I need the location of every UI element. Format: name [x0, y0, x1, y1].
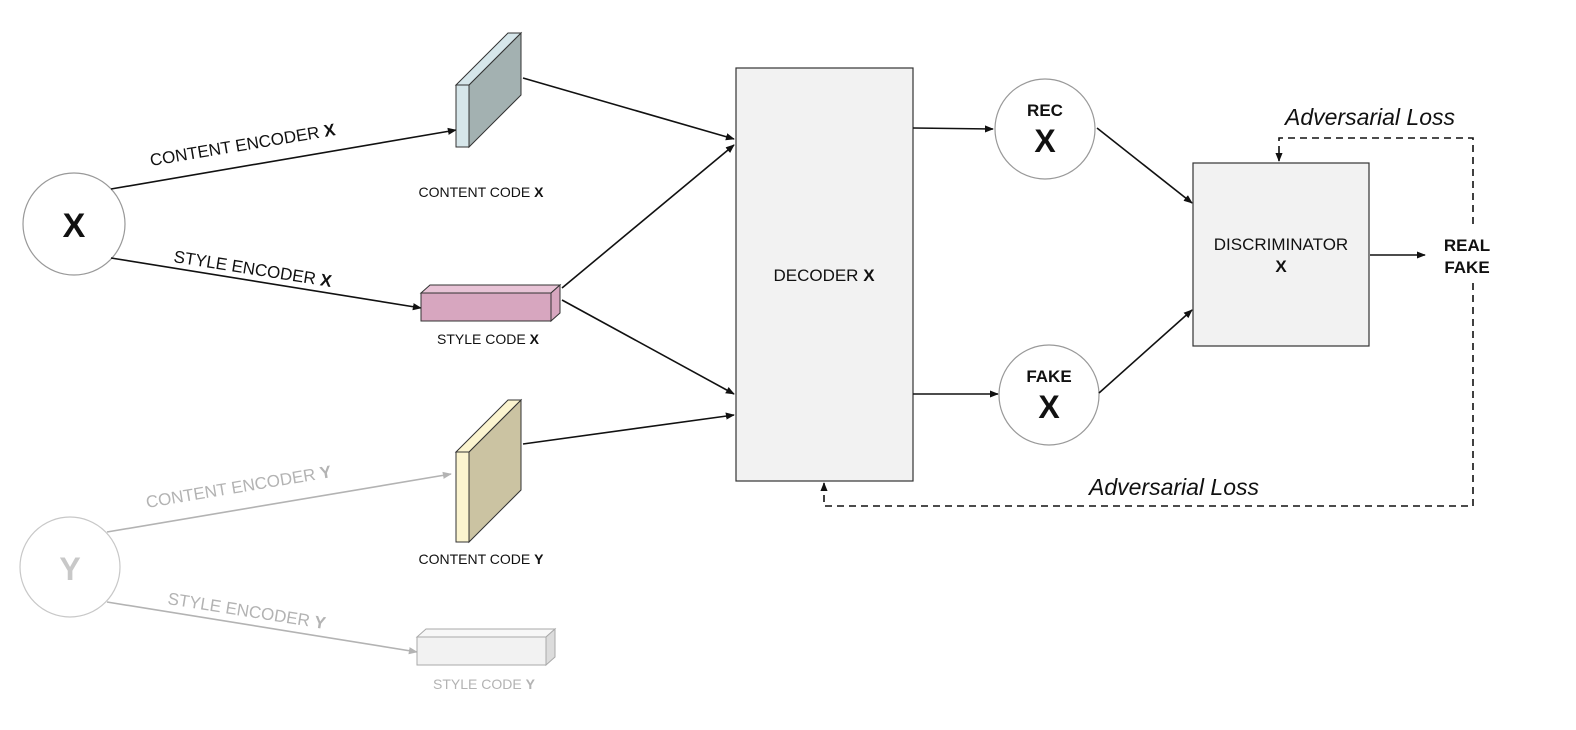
- output-fake-label: FAKE: [1444, 258, 1489, 277]
- style-encoder-y-label: STYLE ENCODER Y: [166, 589, 327, 633]
- decoder-to-rec-arrow: [912, 125, 994, 133]
- content-code-y-to-decoder-arrow: [522, 412, 735, 445]
- rec-x-label: X: [1034, 123, 1056, 159]
- style-code-y-label: STYLE CODE Y: [433, 676, 536, 692]
- input-x-node: X: [22, 172, 126, 276]
- style-encoder-x-arrow: [110, 257, 422, 311]
- style-code-x-to-decoder-upper-arrow: [561, 144, 735, 289]
- rec-x-node: REC X: [994, 78, 1096, 180]
- output-real-label: REAL: [1444, 236, 1490, 255]
- content-encoder-y-arrow: [106, 471, 452, 533]
- content-encoder-x-arrow: [110, 127, 457, 190]
- style-encoder-x-label: STYLE ENCODER X: [172, 247, 333, 291]
- fake-label: FAKE: [1026, 367, 1071, 386]
- adversarial-loss-bottom-label: Adversarial Loss: [1087, 474, 1260, 500]
- fake-x-node: FAKE X: [998, 344, 1100, 446]
- rec-label: REC: [1027, 101, 1063, 120]
- content-code-y-label: CONTENT CODE Y: [419, 551, 545, 567]
- discriminator-label: DISCRIMINATOR: [1214, 235, 1348, 254]
- content-code-x-to-decoder-arrow: [522, 77, 735, 141]
- input-y-label: Y: [59, 551, 80, 587]
- input-x-label: X: [63, 207, 86, 245]
- style-code-y-block: [415, 627, 557, 667]
- adversarial-loss-top-label: Adversarial Loss: [1283, 104, 1456, 130]
- content-code-x-label: CONTENT CODE X: [419, 184, 545, 200]
- content-encoder-y-label: CONTENT ENCODER Y: [145, 462, 334, 512]
- input-y-node: Y: [19, 516, 121, 618]
- style-code-x-block: [419, 283, 562, 323]
- style-code-x-label: STYLE CODE X: [437, 331, 540, 347]
- fake-to-discriminator-arrow: [1098, 309, 1193, 394]
- content-encoder-x-label: CONTENT ENCODER X: [149, 120, 338, 170]
- style-code-x-to-decoder-lower-arrow: [561, 299, 735, 395]
- content-code-x-block: [454, 31, 523, 149]
- adversarial-loss-top-arrow: [1275, 137, 1474, 224]
- fake-x-label: X: [1038, 389, 1060, 425]
- content-code-y-block: [454, 398, 523, 544]
- decoder-label: DECODER X: [773, 266, 875, 285]
- adversarial-loss-bottom-arrow: [820, 283, 1474, 507]
- discriminator-x-label: X: [1275, 257, 1287, 276]
- style-encoder-y-arrow: [106, 601, 418, 655]
- rec-to-discriminator-arrow: [1096, 127, 1193, 204]
- discriminator-box: DISCRIMINATOR X: [1192, 162, 1370, 347]
- decoder-box: DECODER X: [735, 67, 914, 482]
